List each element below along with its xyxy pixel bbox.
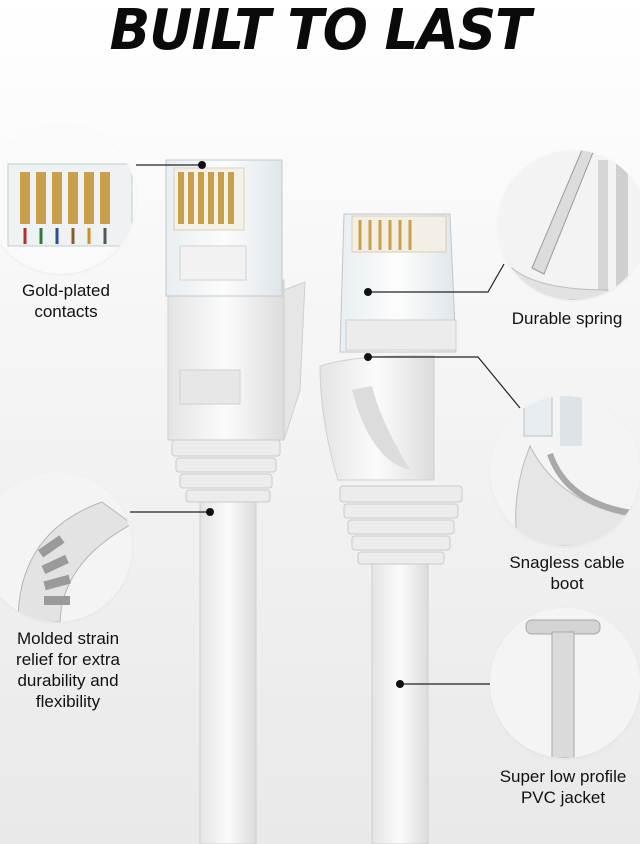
label-snagless-boot: Snagless cable boot bbox=[509, 553, 625, 593]
label-gold-contacts: Gold-plated contacts bbox=[22, 281, 110, 321]
durable-spring-detail bbox=[498, 150, 640, 300]
gold-contacts-detail bbox=[0, 124, 136, 274]
headline: BUILT TO LAST bbox=[109, 0, 532, 63]
strain-relief-detail bbox=[0, 472, 132, 622]
pvc-jacket-detail bbox=[490, 608, 640, 758]
left-connector bbox=[165, 159, 306, 844]
snagless-boot-detail bbox=[490, 396, 640, 546]
leader-dots bbox=[198, 161, 404, 688]
label-pvc-jacket: Super low profile PVC jacket bbox=[499, 767, 627, 807]
label-durable-spring: Durable spring bbox=[511, 309, 623, 328]
label-strain-relief: Molded strain relief for extra durabilit… bbox=[16, 629, 120, 711]
right-connector bbox=[319, 213, 463, 844]
